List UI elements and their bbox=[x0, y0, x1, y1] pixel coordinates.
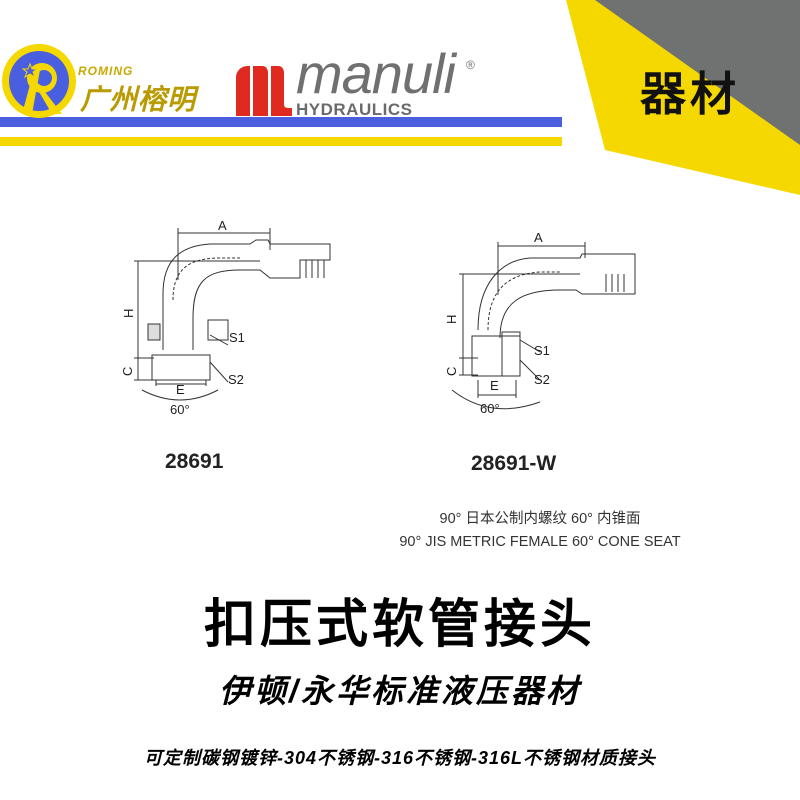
svg-text:H: H bbox=[444, 315, 459, 324]
svg-text:S2: S2 bbox=[534, 372, 550, 387]
blue-stripe bbox=[0, 117, 562, 127]
part-number: 28691 bbox=[165, 450, 224, 473]
materials-line: 可定制碳钢镀锌-304不锈钢-316不锈钢-316L不锈钢材质接头 bbox=[143, 748, 657, 768]
yellow-stripe bbox=[0, 137, 562, 146]
description-cn: 90° 日本公制内螺纹 60° 内锥面 bbox=[439, 511, 641, 527]
svg-text:S1: S1 bbox=[534, 343, 550, 358]
main-title: 扣压式软管接头 bbox=[203, 596, 596, 654]
svg-text:S1: S1 bbox=[229, 330, 245, 345]
svg-text:60°: 60° bbox=[170, 402, 190, 417]
registered-mark: ® bbox=[466, 58, 475, 72]
svg-text:S2: S2 bbox=[228, 372, 244, 387]
roming-r-star-logo-icon bbox=[9, 51, 69, 114]
manuli-m-logo-icon bbox=[236, 66, 292, 116]
manuli-wordmark: manuli bbox=[296, 42, 456, 105]
part-number: 28691-W bbox=[471, 452, 557, 475]
fitting-drawing-28691-w: A H C E S1 S2 60° bbox=[444, 230, 636, 416]
svg-text:H: H bbox=[121, 309, 136, 318]
svg-text:C: C bbox=[444, 367, 459, 376]
corner-decoration bbox=[566, 0, 800, 195]
sub-title: 伊顿/永华标准液压器材 bbox=[219, 673, 581, 709]
fitting-drawing-28691: A H C E S1 S2 60° bbox=[120, 218, 331, 417]
roming-latin-name: ROMING bbox=[78, 64, 134, 78]
hydraulics-subtitle: HYDRAULICS bbox=[296, 100, 413, 119]
svg-text:A: A bbox=[534, 230, 543, 245]
roming-logo bbox=[2, 44, 76, 118]
svg-text:60°: 60° bbox=[480, 401, 500, 416]
svg-text:A: A bbox=[218, 218, 227, 233]
svg-text:E: E bbox=[176, 382, 185, 397]
category-badge: 器材 bbox=[640, 68, 740, 120]
roming-cn-name: 广州榕明 bbox=[80, 84, 197, 115]
description-en: 90° JIS METRIC FEMALE 60° CONE SEAT bbox=[399, 534, 681, 550]
svg-text:E: E bbox=[490, 378, 499, 393]
svg-text:C: C bbox=[120, 367, 135, 376]
